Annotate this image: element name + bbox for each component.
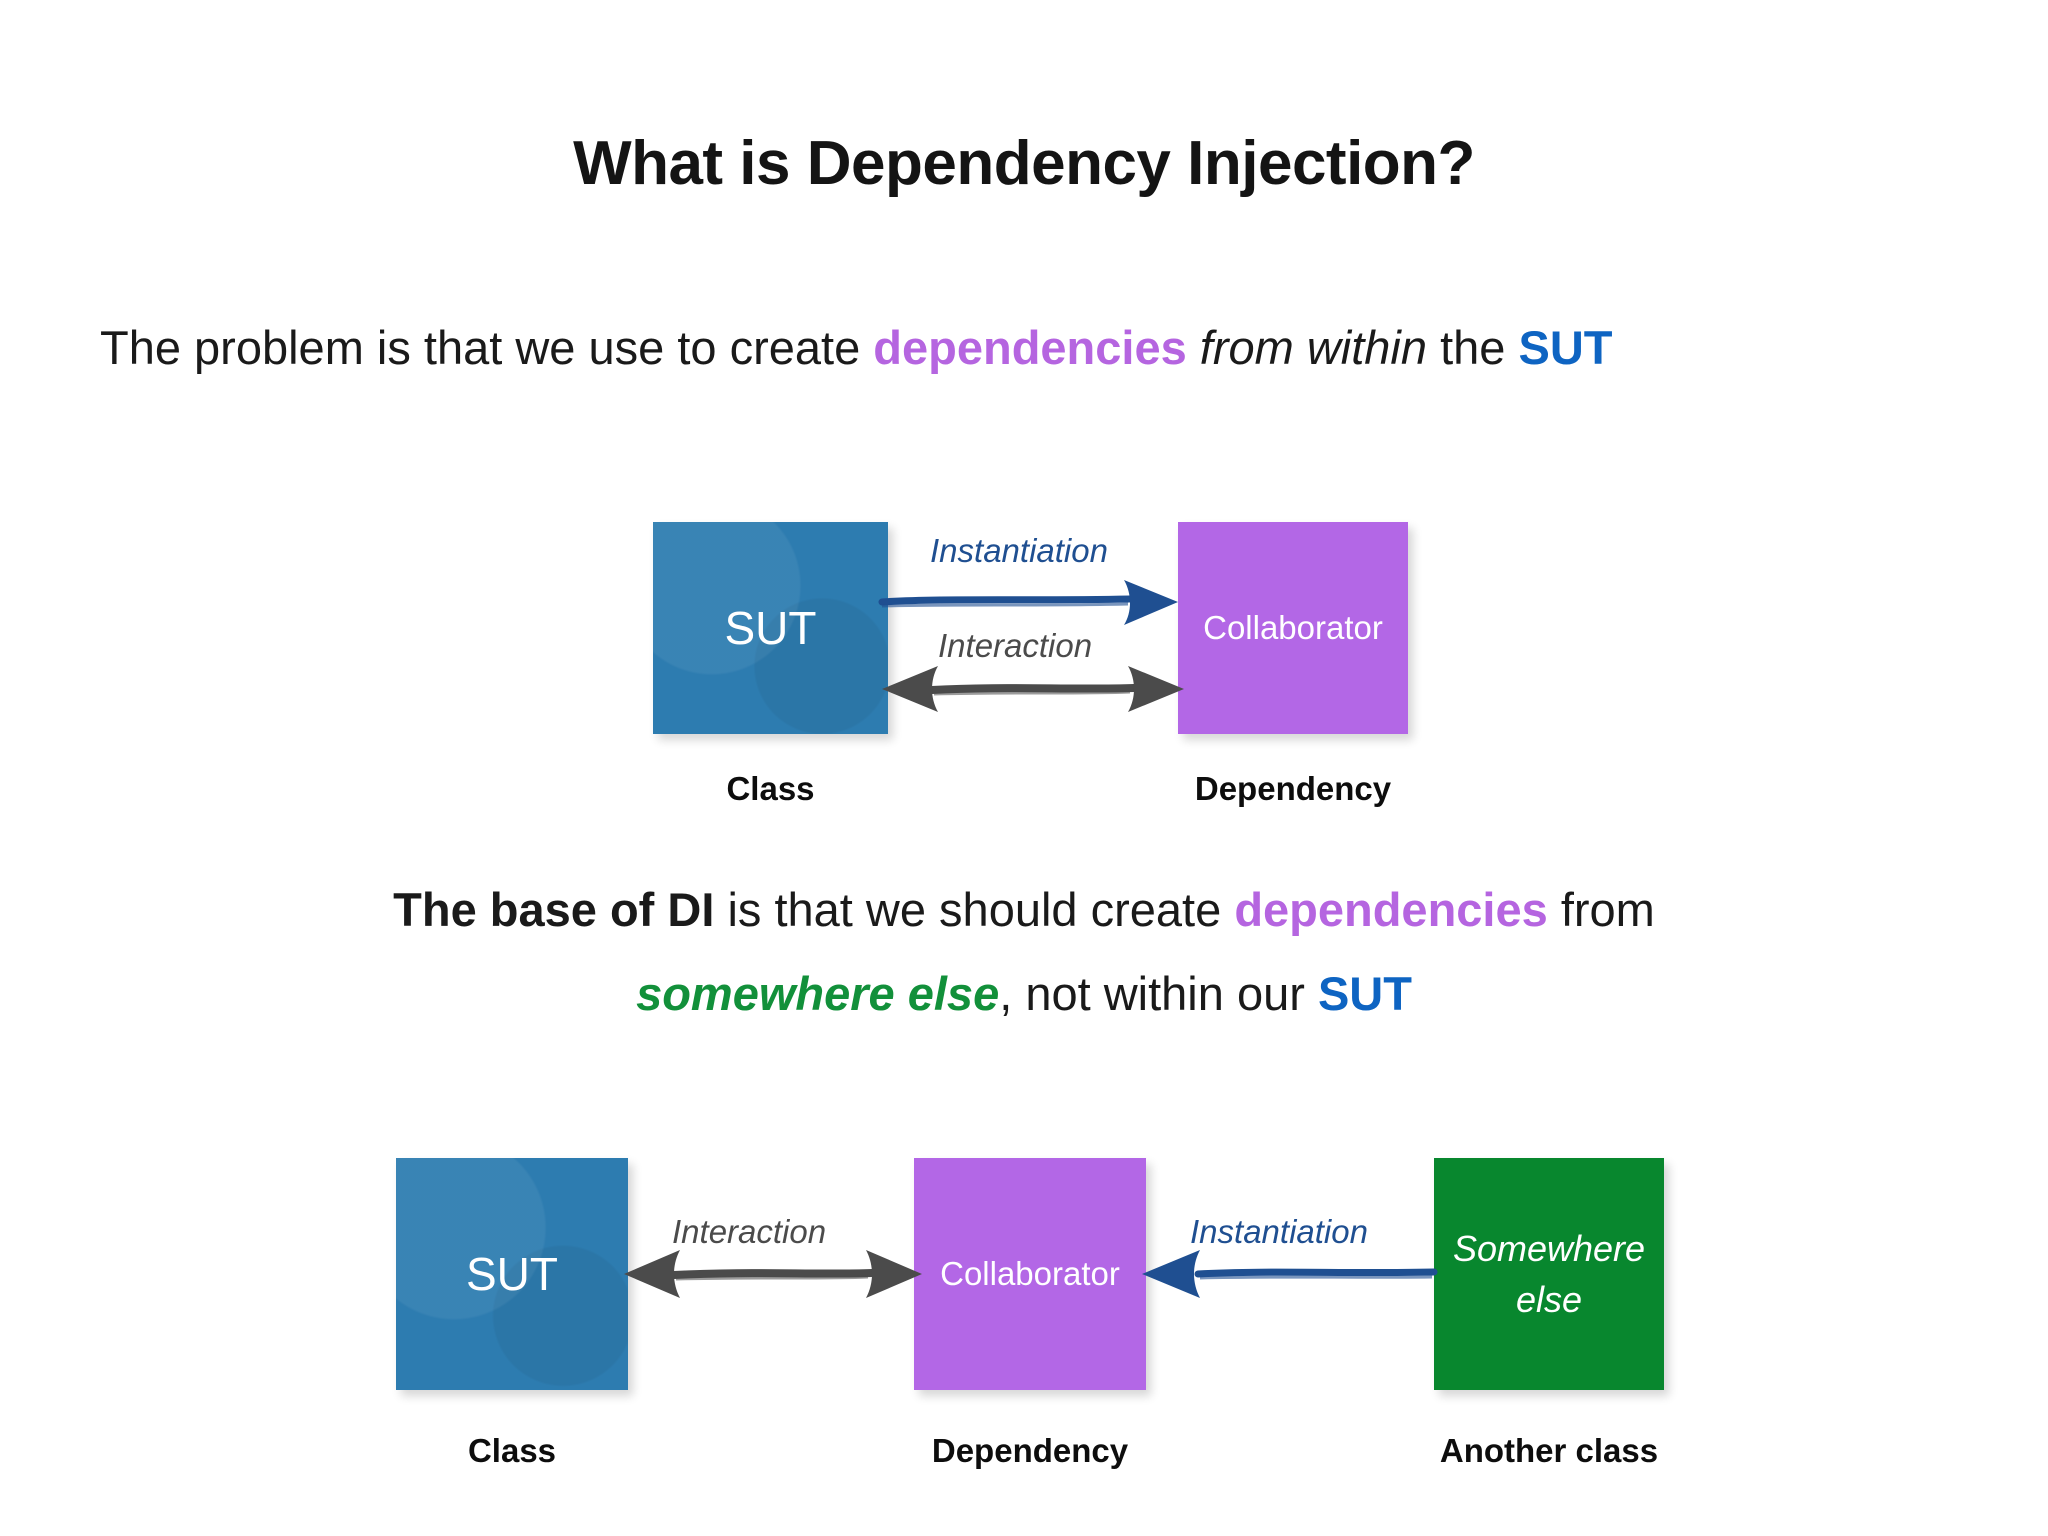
paragraph-di-principle-line-2: somewhere else, not within our SUT <box>0 964 2048 1024</box>
diagram1-caption-class: Class <box>726 770 815 807</box>
diagram2-caption-class: Class <box>467 1432 557 1469</box>
para1-emphasis-from-within: from within <box>1186 321 1428 374</box>
para1-keyword-sut: SUT <box>1518 321 1613 374</box>
para2-text-plain-1: is that we should create <box>714 883 1235 936</box>
paragraph-di-principle-line-1: The base of DI is that we should create … <box>0 880 2048 940</box>
para2-keyword-base-of-di: The base of DI <box>393 883 715 936</box>
diagram2-node-sut-label: SUT <box>466 1248 558 1300</box>
diagram-without-di: SUT Collaborator Instantiation Interacti… <box>653 522 1408 807</box>
diagram1-node-sut-label: SUT <box>724 602 817 654</box>
diagram2-node-somewhere-else-label-line2: else <box>1515 1279 1583 1320</box>
diagram1-arrow-interaction <box>882 666 1184 712</box>
diagram2-node-somewhere-else: Somewhere else <box>1434 1158 1664 1390</box>
diagram2-node-collaborator-label: Collaborator <box>940 1255 1120 1292</box>
diagram2-arrow-instantiation <box>1142 1250 1438 1298</box>
para2-keyword-somewhere-else: somewhere else <box>636 967 1000 1021</box>
paragraph-problem-statement: The problem is that we use to create dep… <box>100 318 1612 378</box>
diagram2-arrow-interaction <box>624 1250 922 1298</box>
diagram2-node-somewhere-else-label: Somewhere else <box>1453 1223 1645 1325</box>
para1-text-plain-2: the <box>1427 321 1519 374</box>
diagram1-node-collaborator-label: Collaborator <box>1203 609 1383 646</box>
diagram1-node-collaborator: Collaborator <box>1178 522 1408 734</box>
para2-keyword-sut: SUT <box>1317 967 1412 1021</box>
page-title: What is Dependency Injection? <box>573 129 1475 198</box>
para2-text-plain-3: , not within our <box>999 967 1318 1021</box>
diagram2-node-sut: SUT <box>396 1158 628 1390</box>
diagram1-caption-dependency: Dependency <box>1194 770 1392 807</box>
diagram2-arrow-label-interaction: Interaction <box>672 1213 827 1250</box>
para1-text-plain-1: The problem is that we use to create <box>100 321 874 374</box>
para2-keyword-dependencies: dependencies <box>1234 883 1548 936</box>
diagram2-caption-another-class: Another class <box>1439 1432 1659 1469</box>
diagram1-node-sut: SUT <box>653 522 888 734</box>
diagram2-caption-dependency: Dependency <box>931 1432 1129 1469</box>
diagram1-arrow-instantiation <box>878 580 1178 625</box>
diagram2-arrow-label-instantiation: Instantiation <box>1190 1213 1368 1250</box>
diagram1-arrow-label-interaction: Interaction <box>938 627 1093 664</box>
paragraph-di-principle: The base of DI is that we should create … <box>0 880 2048 1048</box>
diagram2-node-somewhere-else-label-line1: Somewhere <box>1452 1227 1646 1269</box>
para2-text-plain-2: from <box>1547 883 1655 936</box>
diagram1-arrow-label-instantiation: Instantiation <box>930 532 1108 569</box>
para1-keyword-dependencies: dependencies <box>873 321 1187 374</box>
diagram2-node-collaborator: Collaborator <box>914 1158 1146 1390</box>
